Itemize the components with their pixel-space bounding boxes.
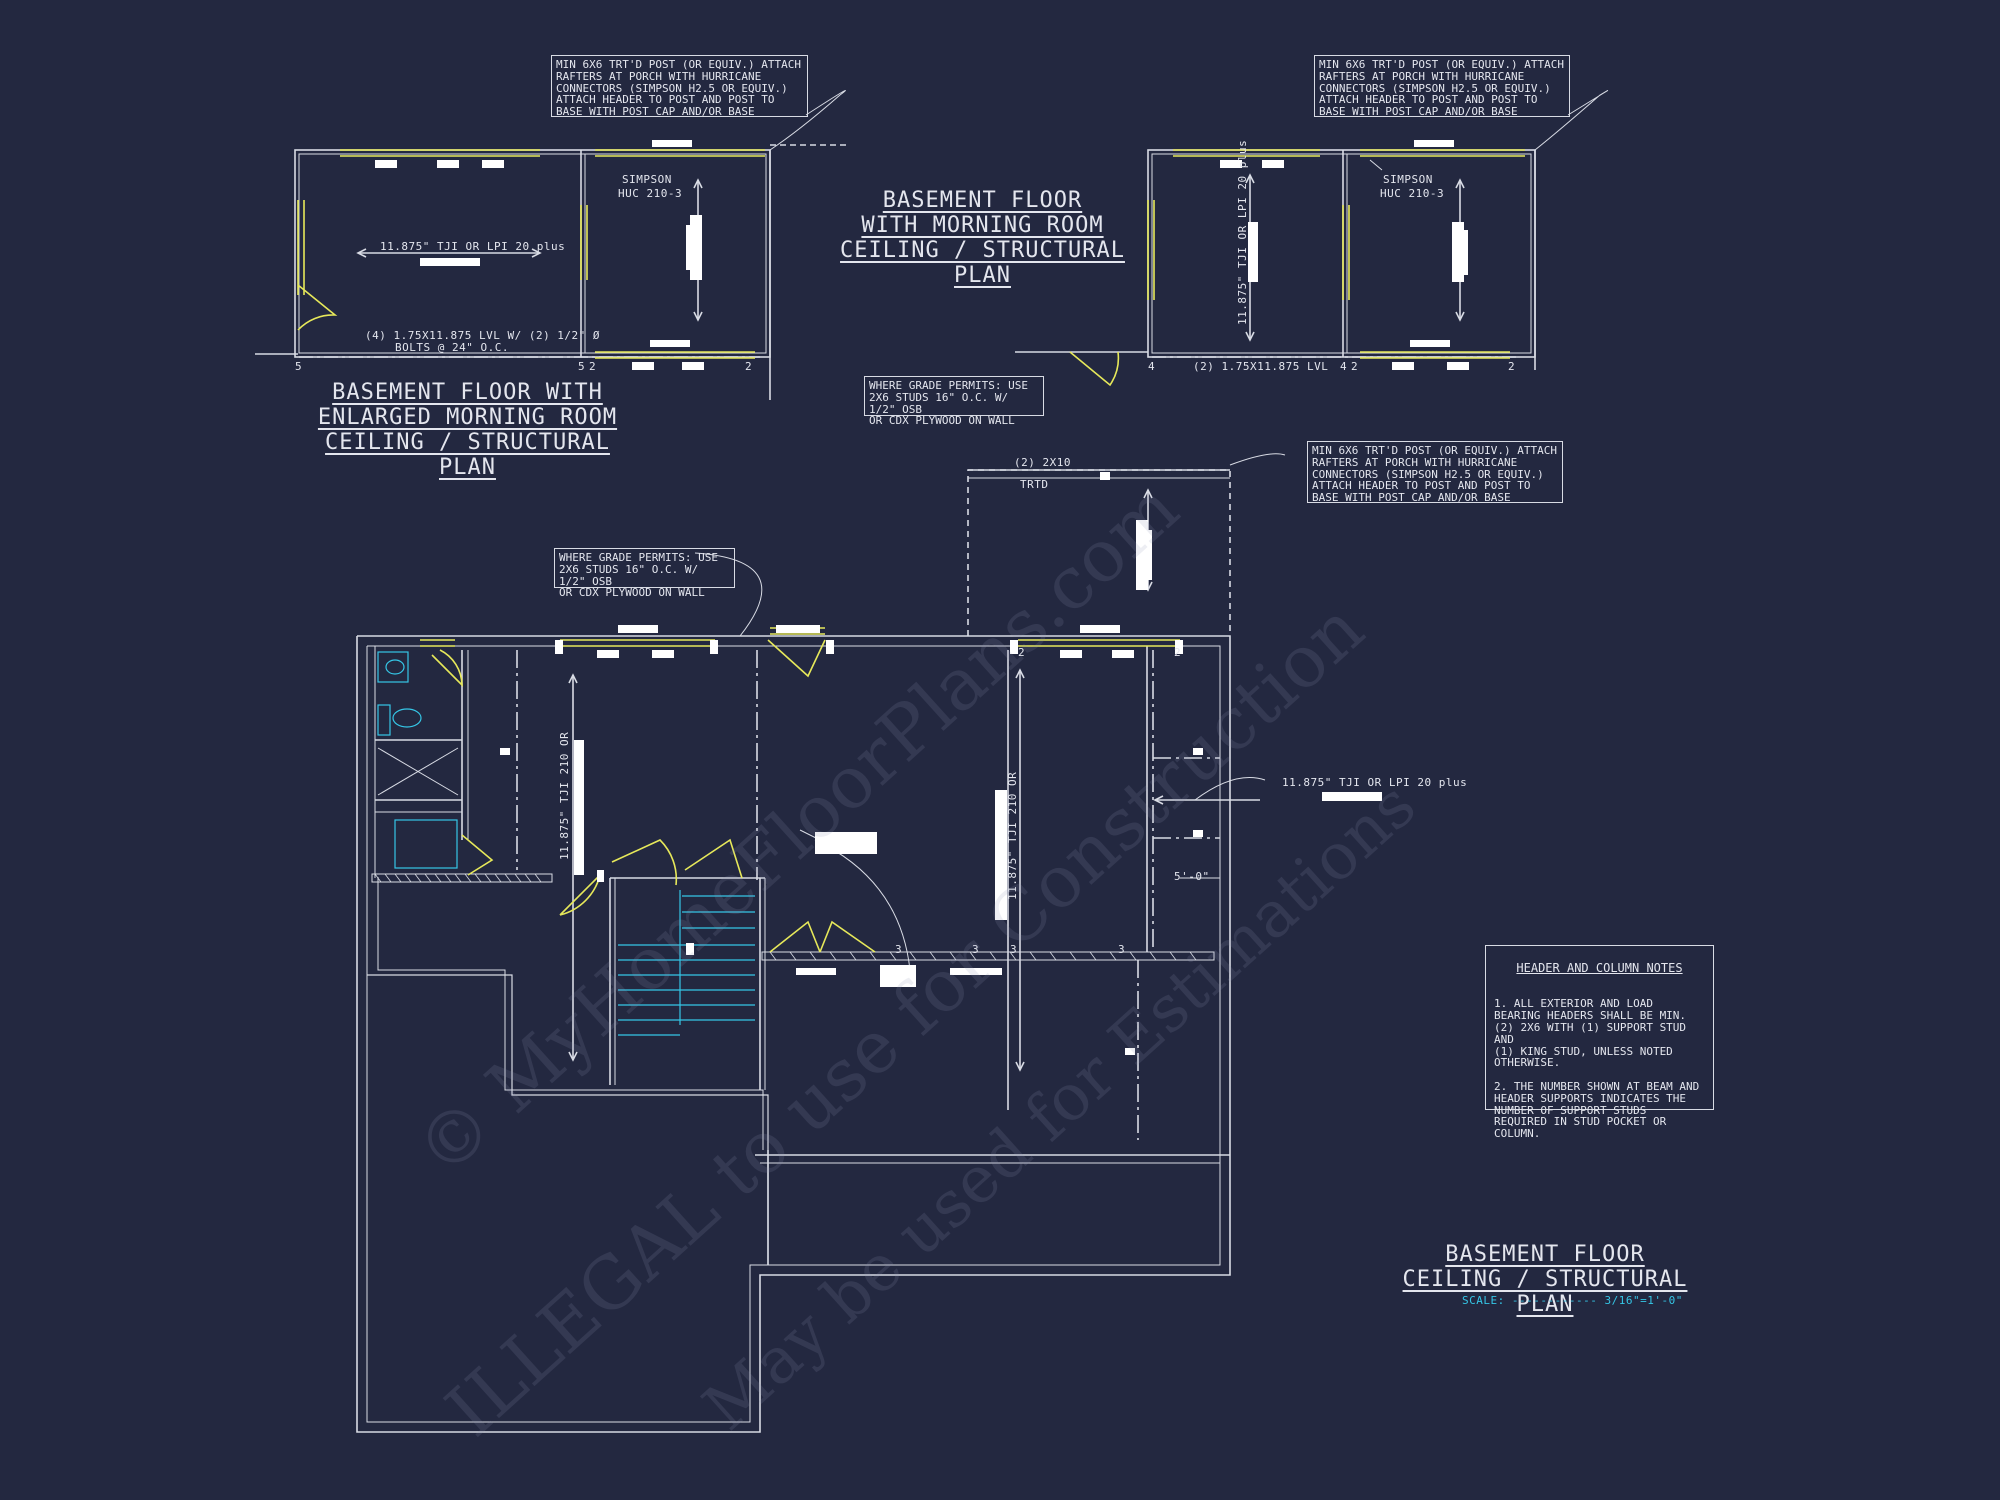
header-notes-body: 1. ALL EXTERIOR AND LOAD BEARING HEADERS…: [1494, 997, 1700, 1141]
stud-count: 3: [972, 943, 980, 956]
stud-pockets: [375, 140, 1469, 1055]
title-line: ENLARGED MORNING ROOM: [317, 405, 618, 430]
header-notes-title: HEADER AND COLUMN NOTES: [1516, 960, 1683, 975]
scale-value: 3/16"=1'-0": [1604, 1294, 1683, 1307]
stud-count: 2: [1174, 646, 1182, 659]
huc-label-right: HUC 210-3: [1380, 187, 1445, 200]
stud-count: 5: [295, 360, 303, 373]
joist-label-main-right: 11.875" TJI OR LPI 20 plus: [1282, 776, 1468, 789]
headers: [297, 149, 1525, 647]
simpson-label-right: SIMPSON: [1383, 173, 1433, 186]
stud-count: 3: [895, 943, 903, 956]
trtd-label: TRTD: [1020, 478, 1049, 491]
stud-count: 2: [589, 360, 597, 373]
lvl-label-right: (2) 1.75x11.875 LVL: [1193, 360, 1329, 373]
stud-count: 2: [745, 360, 753, 373]
title-line: BASEMENT FLOOR WITH: [332, 380, 603, 405]
scale-label: SCALE: ------------ 3/16"=1'-0": [1462, 1294, 1683, 1307]
stud-count: 2: [1018, 646, 1026, 659]
stud-count: 3: [1118, 943, 1126, 956]
header-column-notes: HEADER AND COLUMN NOTES 1. ALL EXTERIOR …: [1485, 945, 1714, 1140]
title-enlarged-morning-room: BASEMENT FLOOR WITH ENLARGED MORNING ROO…: [300, 380, 635, 480]
dim-5ft: 5'-0": [1174, 870, 1210, 883]
post-note-right: MIN 6x6 TRT'D POST (OR EQUIV.) ATTACH RA…: [1314, 55, 1570, 118]
stud-count: 4: [1148, 360, 1156, 373]
title-morning-room: BASEMENT FLOOR WITH MORNING ROOM CEILING…: [830, 188, 1135, 288]
title-basement-main: BASEMENT FLOOR CEILING / STRUCTURAL PLAN: [1390, 1242, 1700, 1317]
title-line: BASEMENT FLOOR: [1445, 1242, 1645, 1267]
stud-count: 2: [1508, 360, 1516, 373]
simpson-label-left: SIMPSON: [622, 173, 672, 186]
bearing-wall-hatch: [374, 873, 1197, 961]
joist-label-left: 11.875" TJI OR LPI 20 plus: [380, 240, 566, 253]
stud-count: 2: [1351, 360, 1359, 373]
huc-label-left: HUC 210-3: [618, 187, 683, 200]
lvl-bolts-label-2: BOLTS @ 24" O.C.: [395, 341, 509, 354]
plan-basement-main: [356, 453, 1286, 1433]
stud-count: 5: [578, 360, 586, 373]
post-note-porch: MIN 6x6 TRT'D POST (OR EQUIV.) ATTACH RA…: [1307, 441, 1563, 504]
scale-text: SCALE:: [1462, 1294, 1505, 1307]
post-note-left: MIN 6x6 TRT'D POST (OR EQUIV.) ATTACH RA…: [551, 55, 808, 118]
beam-2x10-label: (2) 2x10: [1014, 456, 1071, 469]
scale-dashes: ------------: [1511, 1294, 1605, 1307]
stud-count: 3: [1010, 943, 1018, 956]
joist-label-vertical-left: 11.875" TJI 210 OR: [558, 731, 571, 860]
title-line: CEILING / STRUCTURAL PLAN: [1402, 1267, 1688, 1317]
title-line: WITH MORNING ROOM: [861, 213, 1104, 238]
grade-note-main: WHERE GRADE PERMITS: USE 2x6 STUDS 16" O…: [554, 548, 735, 599]
title-line: CEILING / STRUCTURAL PLAN: [840, 238, 1125, 288]
stud-count: 4: [1340, 360, 1348, 373]
lvl-bolts-label-1: (4) 1.75x11.875 LVL w/ (2) 1/2" Ø: [365, 329, 601, 342]
title-line: BASEMENT FLOOR: [882, 188, 1083, 213]
joist-label-vertical-top: 11.875" TJI OR LPI 20 plus: [1236, 139, 1249, 325]
title-line: CEILING / STRUCTURAL PLAN: [325, 430, 610, 480]
grade-note-top: WHERE GRADE PERMITS: USE 2x6 STUDS 16" O…: [864, 376, 1044, 427]
